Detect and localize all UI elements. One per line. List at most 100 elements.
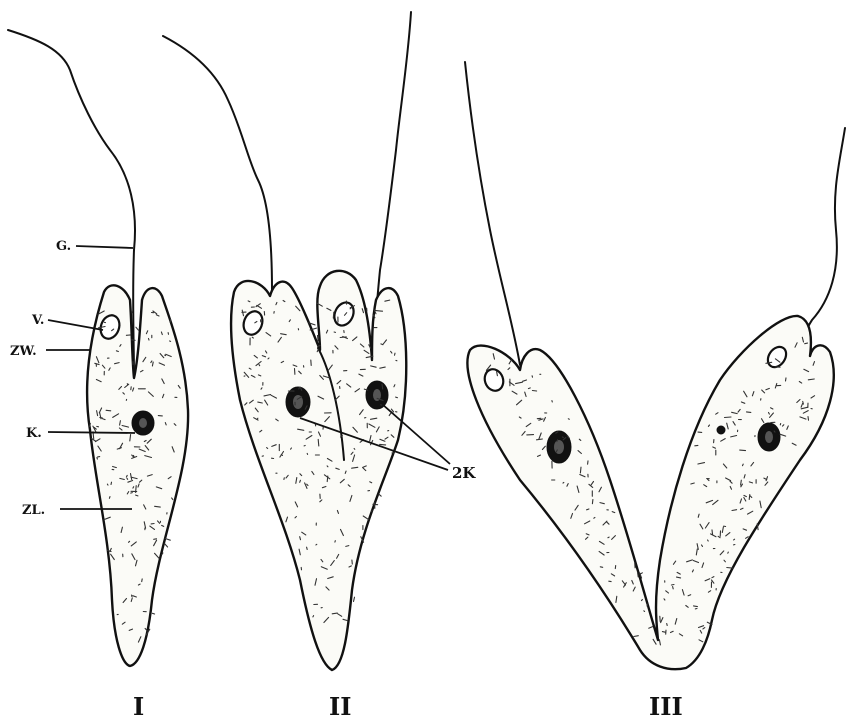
granule — [587, 509, 589, 510]
granule — [740, 450, 746, 451]
granule — [664, 599, 665, 600]
leader-K — [48, 432, 135, 433]
stage-number-1: I — [133, 692, 144, 721]
label-2K: 2K — [452, 464, 476, 482]
granule — [528, 388, 530, 389]
granule — [111, 482, 112, 484]
granule — [97, 458, 98, 460]
granule — [769, 413, 770, 415]
granule — [318, 346, 320, 347]
flagellum-3a — [465, 62, 520, 365]
granule — [134, 456, 135, 458]
granule — [532, 391, 536, 392]
granule — [132, 340, 135, 341]
label-G: G. — [56, 239, 71, 254]
granule — [165, 544, 168, 547]
granule — [136, 327, 139, 330]
granule — [267, 448, 268, 449]
granule — [382, 384, 383, 389]
granule — [252, 337, 253, 338]
granule — [316, 544, 317, 545]
label-ZW: ZW. — [10, 344, 37, 359]
granule — [313, 616, 314, 617]
label-V: V. — [31, 313, 44, 328]
granule — [109, 497, 110, 499]
granule — [333, 312, 334, 318]
granule — [129, 541, 130, 542]
granule — [662, 632, 665, 633]
granule — [673, 587, 674, 589]
granule — [90, 424, 91, 427]
label-ZL: ZL. — [22, 503, 45, 518]
granule — [396, 397, 398, 398]
granule — [395, 353, 396, 355]
granule — [291, 448, 292, 449]
granule — [725, 417, 732, 418]
granule — [376, 311, 383, 312]
granule — [154, 539, 157, 540]
granule — [248, 301, 250, 302]
granule — [268, 358, 269, 359]
granule — [327, 466, 328, 467]
granule — [805, 343, 808, 344]
granule — [563, 482, 564, 483]
granule — [152, 362, 153, 366]
stage-number-3: III — [649, 692, 683, 721]
granule-3b — [717, 426, 725, 434]
granule — [694, 606, 698, 607]
granule — [568, 419, 569, 420]
granule — [318, 335, 319, 341]
granule — [677, 577, 681, 578]
granule — [132, 311, 133, 313]
granule — [318, 439, 319, 446]
stage-number-2: II — [329, 692, 351, 721]
granule — [127, 478, 128, 479]
granule — [327, 476, 328, 482]
granule — [116, 351, 118, 352]
granule — [300, 480, 301, 482]
granule — [380, 444, 386, 445]
granule — [300, 537, 301, 540]
granule — [152, 613, 154, 614]
granule — [107, 484, 108, 485]
granule — [749, 495, 750, 500]
granule — [136, 495, 138, 496]
granule — [354, 597, 355, 601]
granule — [728, 552, 729, 553]
granule — [259, 365, 260, 366]
leader-G — [76, 246, 133, 248]
granule — [379, 494, 381, 496]
granule — [712, 530, 713, 535]
cell-stage-2 — [163, 12, 411, 670]
granule — [592, 500, 593, 504]
granule — [786, 378, 787, 381]
granule — [165, 355, 166, 356]
granule — [708, 540, 709, 541]
granule — [734, 539, 735, 540]
granule — [638, 572, 639, 577]
granule — [727, 568, 734, 569]
granule — [747, 412, 751, 413]
granule — [608, 537, 609, 538]
granule — [149, 339, 150, 341]
granule — [803, 401, 804, 404]
granule — [600, 567, 602, 568]
granule — [642, 600, 643, 601]
granule — [307, 547, 308, 549]
granule — [133, 487, 134, 488]
granule — [743, 464, 744, 466]
granule — [354, 449, 355, 450]
granule — [594, 518, 595, 519]
granule — [671, 585, 674, 586]
granule — [106, 410, 111, 411]
granule — [580, 467, 581, 473]
granule — [644, 611, 645, 612]
cell-body-1 — [87, 285, 188, 666]
granule — [667, 624, 668, 626]
granule — [741, 480, 742, 485]
granule — [808, 417, 809, 421]
granule — [497, 372, 498, 376]
granule — [381, 344, 383, 345]
